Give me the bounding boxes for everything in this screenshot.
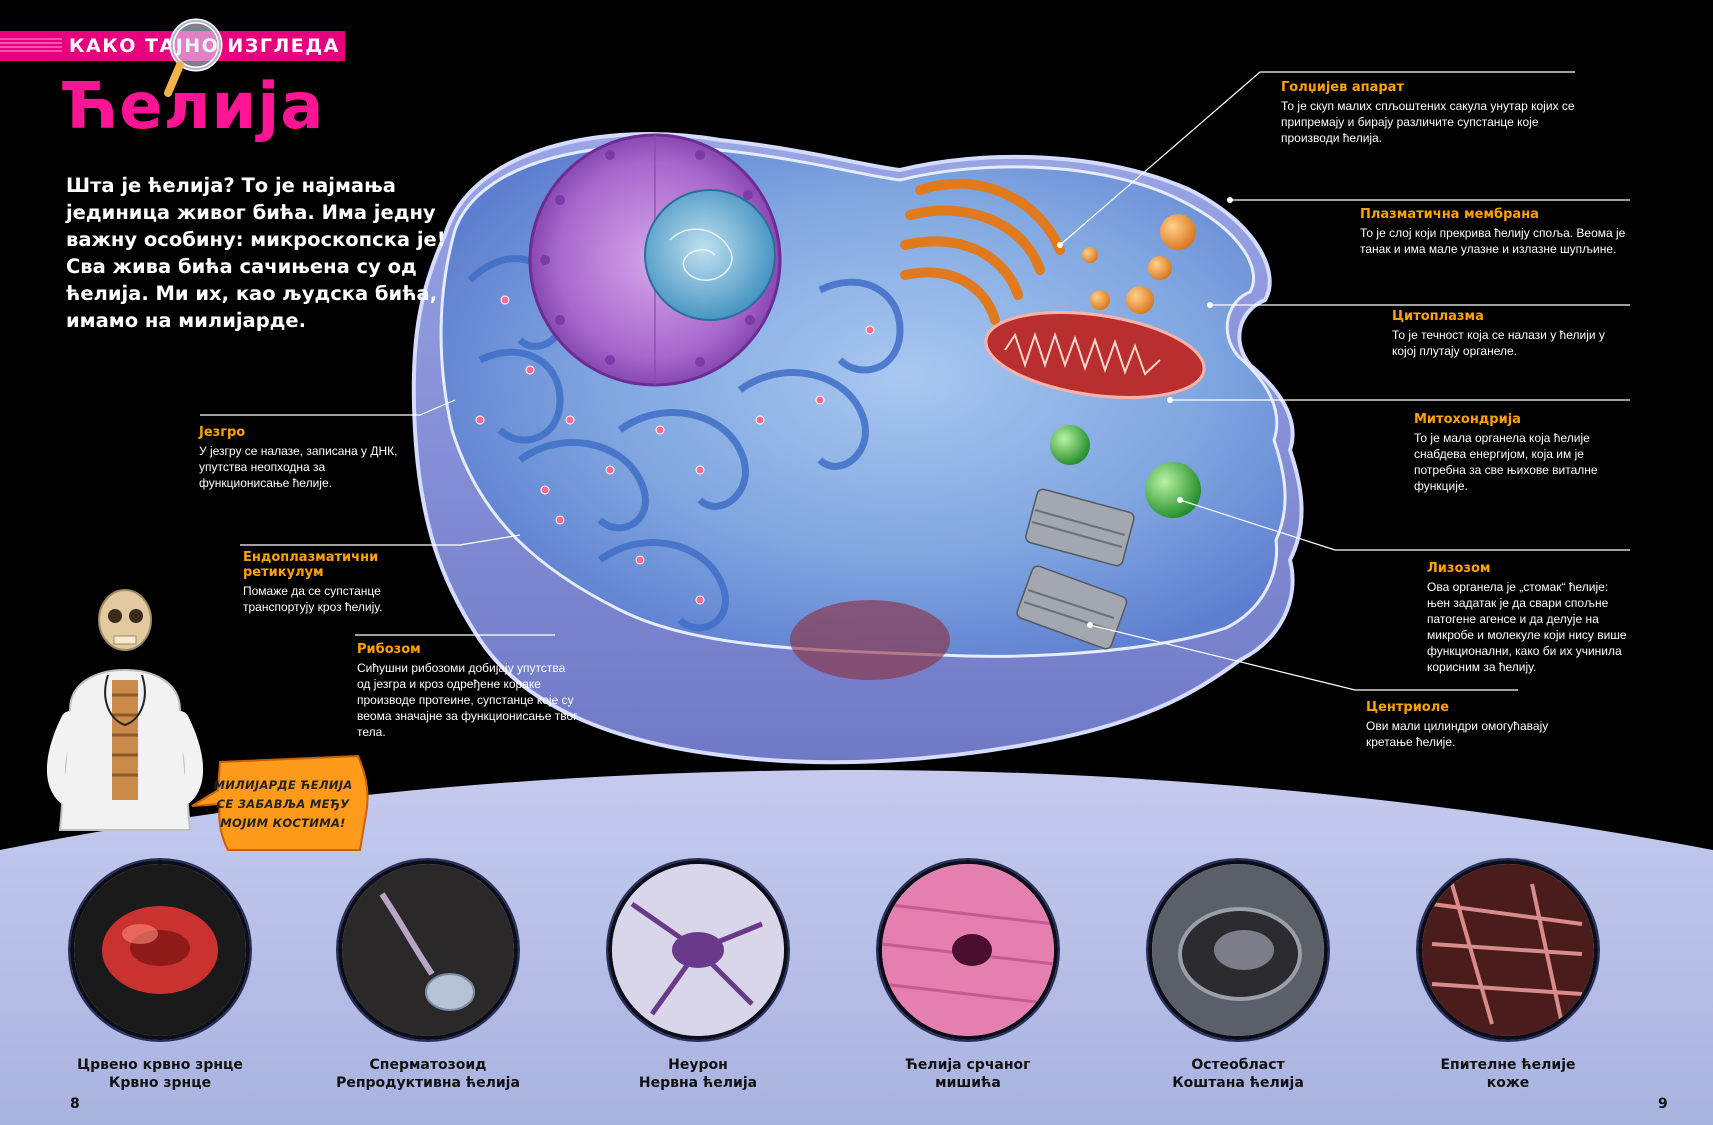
callout-er-title: Ендоплазматични ретикулум (243, 550, 379, 580)
callout-golgi-title: Голџијев апарат (1281, 80, 1404, 95)
callout-er: Ендоплазматични ретикулум Помаже да се с… (243, 550, 408, 615)
callout-golgi-text: То је скуп малих спљоштених сакула унута… (1281, 99, 1575, 145)
callout-centrioles: Центриоле Ови мали цилиндри омогућавају … (1366, 700, 1566, 750)
callout-lysosome-text: Ова органела је „стомак“ ћелије: њен зад… (1427, 580, 1627, 674)
callout-membrane: Плазматична мембрана То је слој који пре… (1360, 207, 1630, 257)
neuron-image (608, 860, 788, 1040)
callout-nucleus: Језгро У језгру се налазе, записана у ДН… (199, 425, 399, 491)
gallery-item-red-blood-cell: Црвено крвно зрнце Крвно зрнце (50, 860, 270, 1092)
callout-ribosome-title: Рибозом (357, 642, 421, 657)
callout-lysosome-title: Лизозом (1427, 561, 1491, 576)
gallery-caption-line2: Коштана ћелија (1172, 1075, 1304, 1091)
skeleton-doctor-mascot (46, 589, 204, 831)
heart-muscle-cell-image (878, 860, 1058, 1040)
gallery-caption-line1: Епителне ћелије (1440, 1057, 1576, 1073)
callout-er-text: Помаже да се супстанце транспортују кроз… (243, 584, 383, 614)
callout-golgi: Голџијев апарат То је скуп малих спљоште… (1281, 80, 1581, 146)
callout-nucleus-text: У језгру се налазе, записана у ДНК, упут… (199, 444, 398, 490)
series-banner-stripes (0, 38, 62, 54)
callout-membrane-text: То је слој који прекрива ћелију споља. В… (1360, 226, 1626, 256)
gallery-caption: Епителне ћелије коже (1398, 1056, 1618, 1092)
gallery-item-sperm: Сперматозоид Репродуктивна ћелија (318, 860, 538, 1092)
sperm-cell-image (338, 860, 518, 1040)
gallery-item-neuron: Неурон Нервна ћелија (588, 860, 808, 1092)
gallery-caption-line1: Остеобласт (1191, 1057, 1285, 1073)
callout-membrane-title: Плазматична мембрана (1360, 207, 1539, 222)
page-number-left: 8 (70, 1096, 80, 1112)
gallery-caption-line2: коже (1486, 1075, 1530, 1091)
speech-bubble-text: МИЛИЈАРДЕ ЋЕЛИЈА СЕ ЗАБАВЉА МЕЂУ МОЈИМ К… (213, 778, 353, 830)
gallery-caption: Црвено крвно зрнце Крвно зрнце (50, 1056, 270, 1092)
osteoblast-image (1148, 860, 1328, 1040)
callout-ribosome-text: Сићушни рибозоми добијају упутства од је… (357, 661, 578, 739)
gallery-caption: Ћелија срчаног мишића (858, 1056, 1078, 1092)
callout-mitochondria-title: Митохондрија (1414, 412, 1521, 427)
speech-bubble (191, 754, 369, 851)
callout-centrioles-title: Центриоле (1366, 700, 1450, 715)
page-number-right: 9 (1658, 1096, 1668, 1112)
gallery-caption-line2: Крвно зрнце (108, 1075, 212, 1091)
callout-cytoplasm: Цитоплазма То је течност која се налази … (1392, 309, 1632, 359)
callout-mitochondria-text: То је мала органела која ћелије снабдева… (1414, 431, 1598, 493)
gallery-caption: Неурон Нервна ћелија (588, 1056, 808, 1092)
gallery-caption-line1: Црвено крвно зрнце (77, 1057, 243, 1073)
red-blood-cell-image (70, 860, 250, 1040)
gallery-caption: Остеобласт Коштана ћелија (1128, 1056, 1348, 1092)
gallery-item-heart-muscle: Ћелија срчаног мишића (858, 860, 1078, 1092)
intro-text: Шта је ћелија? То је најмања јединица жи… (66, 174, 446, 332)
callout-ribosome: Рибозом Сићушни рибозоми добијају упутст… (357, 642, 579, 740)
gallery-caption-line1: Неурон (668, 1057, 728, 1073)
callout-nucleus-title: Језгро (199, 425, 246, 440)
epithelial-cells-image (1418, 860, 1598, 1040)
gallery-caption: Сперматозоид Репродуктивна ћелија (318, 1056, 538, 1092)
page-title: Ћелија (62, 70, 325, 144)
gallery-item-osteoblast: Остеобласт Коштана ћелија (1128, 860, 1348, 1092)
callout-lysosome: Лизозом Ова органела је „стомак“ ћелије:… (1427, 561, 1633, 675)
magnifier-icon (164, 18, 223, 97)
gallery-item-epithelial: Епителне ћелије коже (1398, 860, 1618, 1092)
callout-cytoplasm-title: Цитоплазма (1392, 309, 1484, 324)
gallery-caption-line1: Ћелија срчаног (905, 1057, 1031, 1073)
callout-mitochondria: Митохондрија То је мала органела која ће… (1414, 412, 1636, 494)
gallery-caption-line2: Нервна ћелија (638, 1075, 758, 1091)
callout-centrioles-text: Ови мали цилиндри омогућавају кретање ће… (1366, 719, 1549, 749)
gallery-caption-line2: мишића (935, 1075, 1001, 1091)
callout-cytoplasm-text: То је течност која се налази у ћелији у … (1392, 328, 1605, 358)
gallery-caption-line1: Сперматозоид (369, 1057, 487, 1073)
gallery-caption-line2: Репродуктивна ћелија (336, 1075, 520, 1091)
